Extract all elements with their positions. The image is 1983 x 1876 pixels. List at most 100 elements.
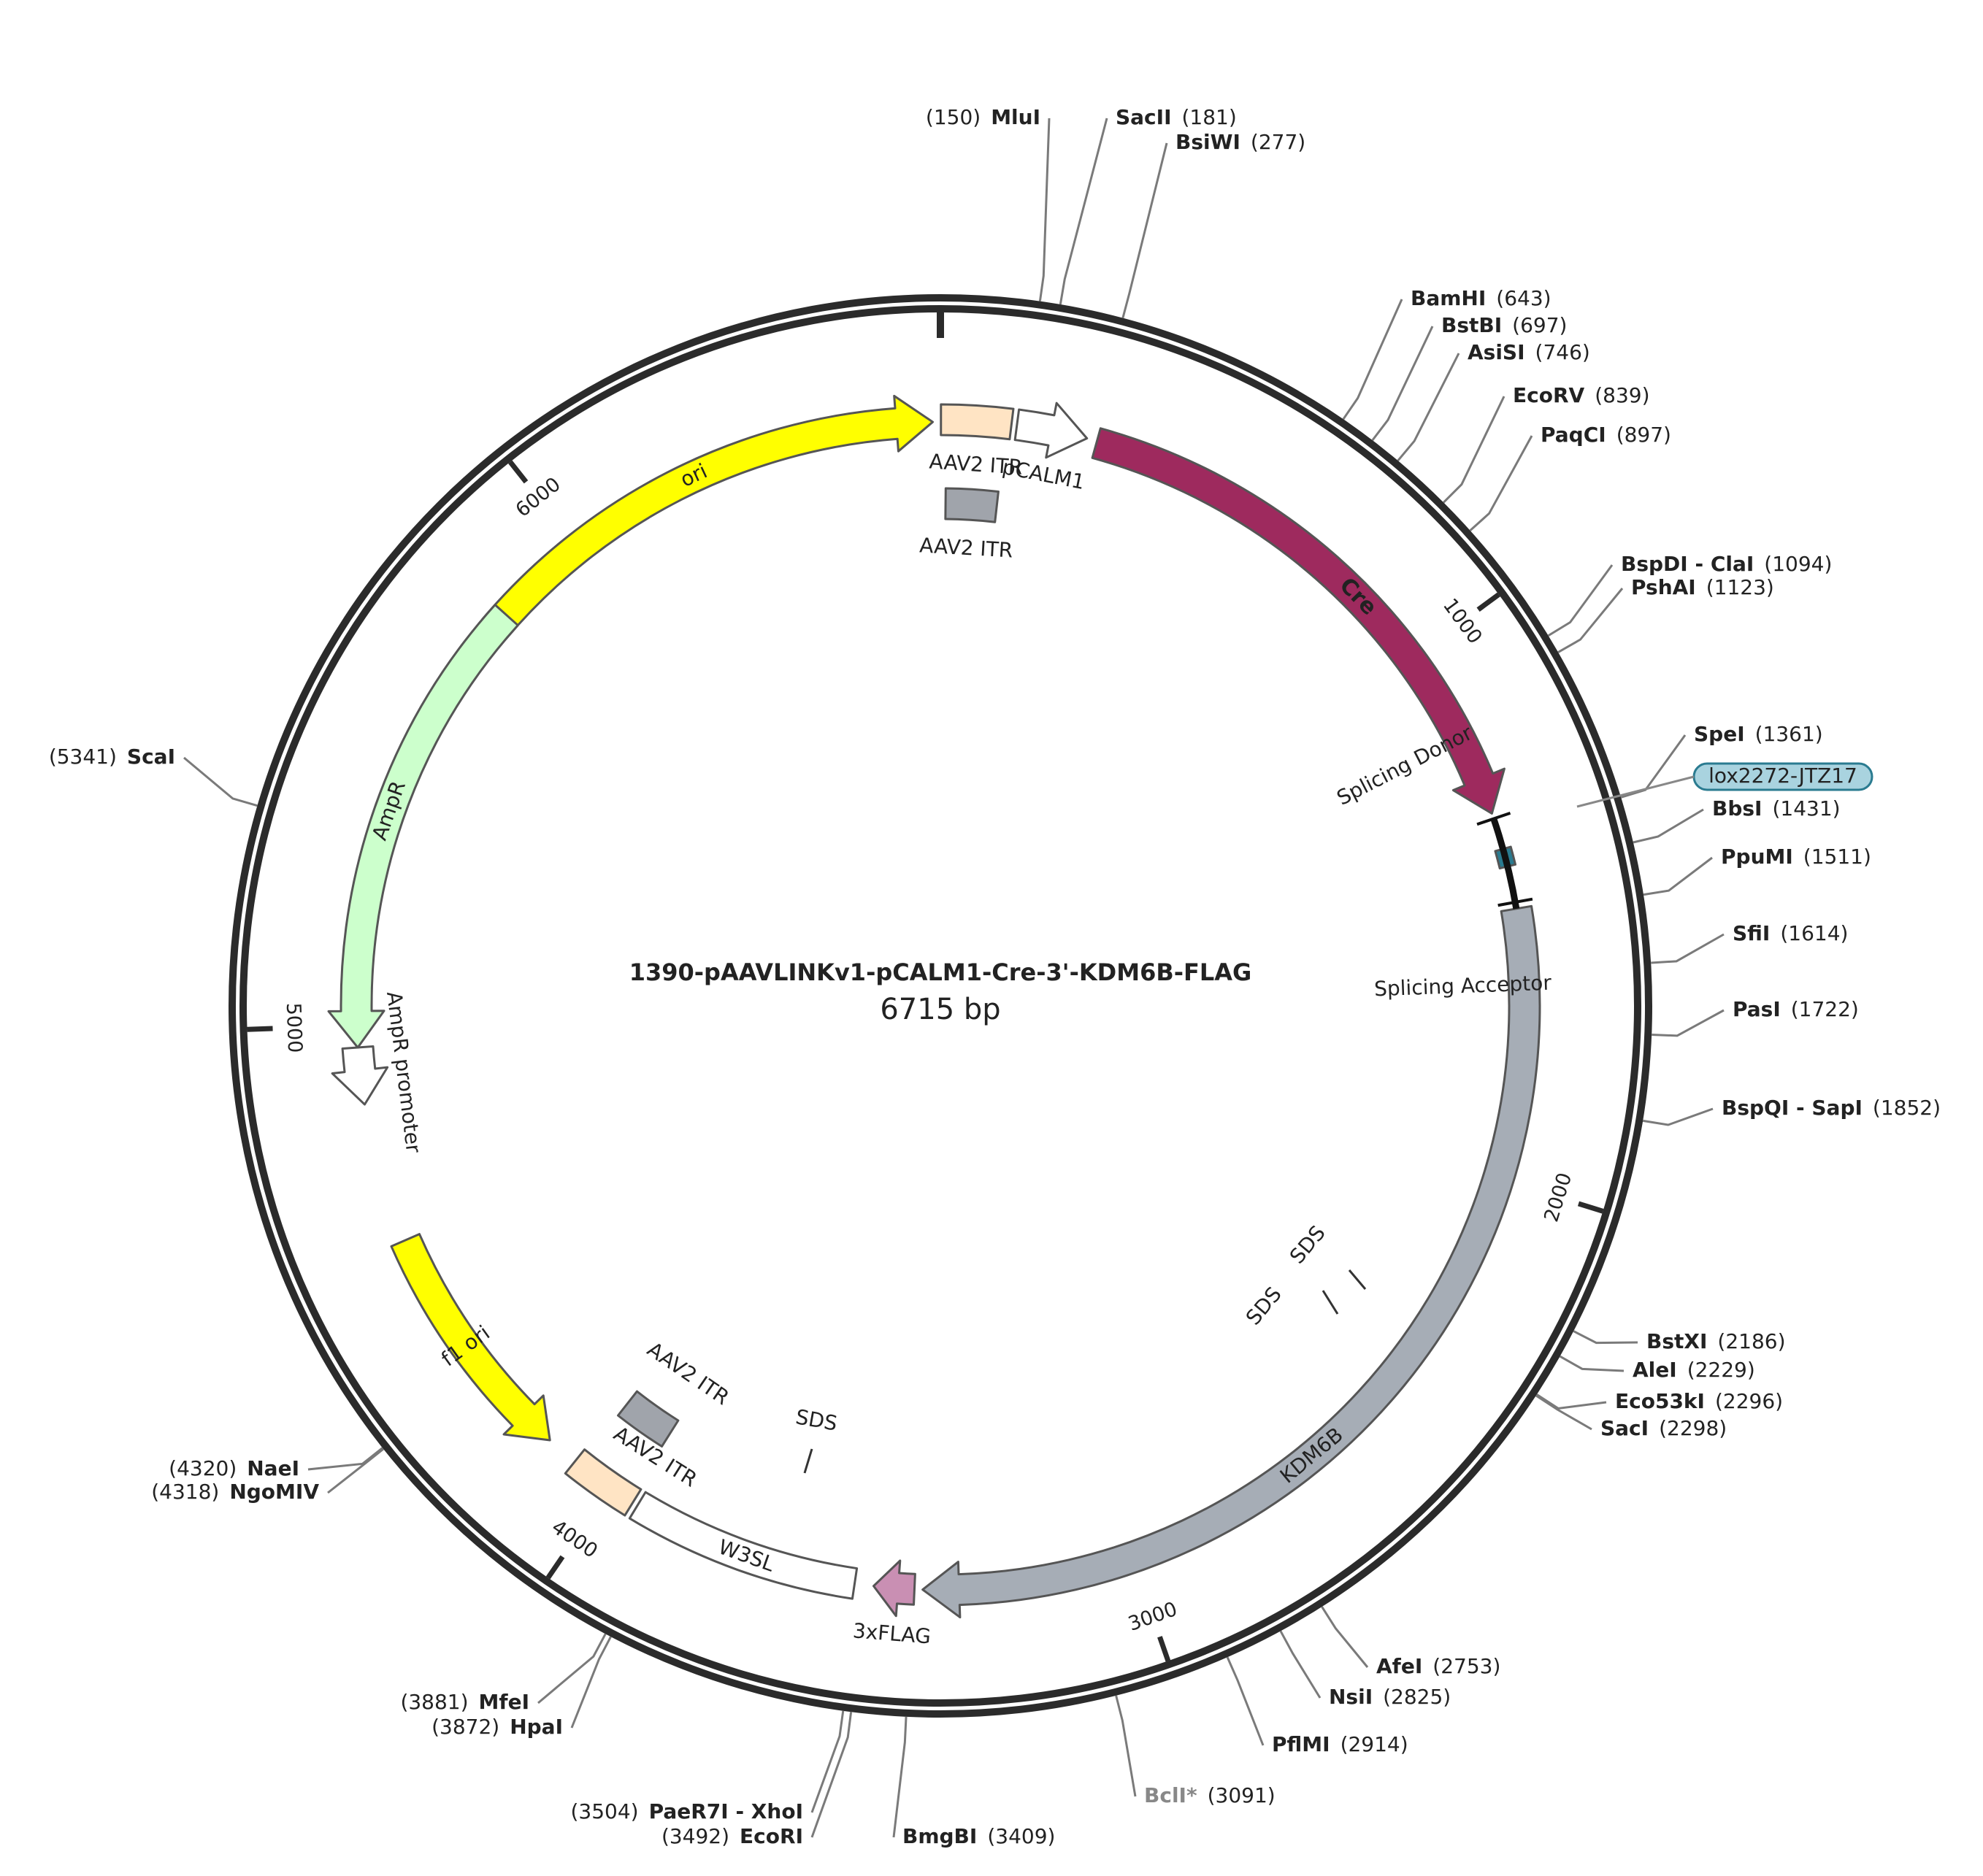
feature-shape-kdm6b[interactable] xyxy=(921,904,1541,1619)
feature-aav2-itr-3[interactable] xyxy=(564,1448,643,1517)
site-label-bsiwi[interactable]: BsiWI(277) xyxy=(1175,130,1305,154)
site-position-bbsi: (1431) xyxy=(1772,796,1840,820)
feature-label-pcalm1: pCALM1 xyxy=(1000,455,1086,494)
feature-aav2-itr-2[interactable] xyxy=(944,487,1000,523)
site-label-ecori[interactable]: (3492)EcoRI xyxy=(661,1824,803,1848)
site-leader-bstxi xyxy=(1573,1330,1638,1345)
feature-w3sl[interactable] xyxy=(628,1491,859,1600)
site-enzyme-bamhi: BamHI xyxy=(1411,286,1486,310)
site-label-ppumi[interactable]: PpuMI(1511) xyxy=(1721,845,1871,869)
site-label-paqci[interactable]: PaqCI(897) xyxy=(1541,423,1671,447)
site-label-sfii[interactable]: SfiI(1614) xyxy=(1733,921,1848,945)
site-label-mfei[interactable]: (3881)MfeI xyxy=(400,1690,529,1714)
site-enzyme-sfii: SfiI xyxy=(1733,921,1770,945)
site-label-nsii[interactable]: NsiI(2825) xyxy=(1329,1685,1451,1709)
site-leader-mfei xyxy=(537,1633,607,1704)
site-leader-pasi xyxy=(1652,1009,1725,1037)
feature-lox2272[interactable]: lox2272-JTZ17 xyxy=(1494,762,1873,870)
sds-3-label: SDS xyxy=(794,1404,839,1435)
site-enzyme-ecorv: EcoRV xyxy=(1513,383,1585,407)
feature-label-aav2-itr-4: AAV2 ITR xyxy=(643,1337,734,1410)
tick-4000 xyxy=(545,1555,565,1580)
feature-3xflag[interactable] xyxy=(872,1559,916,1618)
site-label-pflmi[interactable]: PflMI(2914) xyxy=(1272,1732,1408,1756)
tick-3000 xyxy=(1157,1636,1171,1662)
tick-6000 xyxy=(508,460,529,484)
site-label-spei[interactable]: SpeI(1361) xyxy=(1694,722,1823,746)
site-label-sacii[interactable]: SacII(181) xyxy=(1116,105,1237,129)
site-label-eco53ki[interactable]: Eco53kI(2296) xyxy=(1615,1389,1783,1413)
feature-ori[interactable] xyxy=(481,394,935,640)
map-center: 1390-pAAVLINKv1-pCALM1-Cre-3'-KDM6B-FLAG… xyxy=(629,958,1252,1026)
site-label-bmgbi[interactable]: BmgBI(3409) xyxy=(902,1824,1055,1848)
site-label-hpai[interactable]: (3872)HpaI xyxy=(431,1715,563,1739)
feature-shape-aav2-itr-1[interactable] xyxy=(940,403,1015,441)
site-label-pshai[interactable]: PshAI(1123) xyxy=(1631,575,1774,599)
site-leader-asisi xyxy=(1397,353,1460,462)
site-position-bspdi-clai: (1094) xyxy=(1764,552,1832,576)
site-enzyme-ngomiv: NgoMIV xyxy=(229,1480,319,1504)
feature-shape-w3sl[interactable] xyxy=(628,1491,859,1600)
feature-ampr[interactable] xyxy=(327,603,519,1049)
site-leader-alei xyxy=(1559,1355,1625,1372)
site-enzyme-pshai: PshAI xyxy=(1631,575,1696,599)
feature-shape-f1-ori[interactable] xyxy=(390,1233,551,1442)
site-label-scai[interactable]: (5341)ScaI xyxy=(49,745,175,769)
site-enzyme-sacii: SacII xyxy=(1116,105,1172,129)
site-leader-bstbi xyxy=(1371,326,1434,442)
feature-f1-ori[interactable] xyxy=(390,1233,551,1442)
feature-shape-aav2-itr-4[interactable] xyxy=(616,1390,680,1448)
feature-shape-3xflag[interactable] xyxy=(872,1559,916,1618)
site-label-alei[interactable]: AleI(2229) xyxy=(1633,1358,1755,1382)
feature-shape-ampr-promoter[interactable] xyxy=(331,1045,389,1106)
site-enzyme-bmgbi: BmgBI xyxy=(902,1824,977,1848)
site-label-bstbi[interactable]: BstBI(697) xyxy=(1441,313,1567,337)
site-position-mfei: (3881) xyxy=(400,1690,468,1714)
restriction-site-leaders xyxy=(183,118,1725,1838)
tick-1000 xyxy=(1476,592,1500,612)
site-label-bcli[interactable]: BclI*(3091) xyxy=(1144,1783,1276,1807)
site-label-paer7i-xhoi[interactable]: (3504)PaeR7I - XhoI xyxy=(570,1799,803,1823)
site-label-saci[interactable]: SacI(2298) xyxy=(1600,1416,1727,1440)
site-label-mlui[interactable]: (150)MluI xyxy=(926,105,1040,129)
site-label-ngomiv[interactable]: (4318) NgoMIV xyxy=(151,1480,319,1504)
site-label-bspdi-clai[interactable]: BspDI - ClaI(1094) xyxy=(1621,552,1832,576)
site-position-ngomiv: (4318) xyxy=(151,1480,219,1504)
site-enzyme-bspqi-sapi: BspQI - SapI xyxy=(1722,1096,1863,1120)
site-leader-bbsi xyxy=(1633,808,1704,844)
feature-shape-ampr[interactable] xyxy=(327,603,519,1049)
feature-aav2-itr-4[interactable] xyxy=(616,1390,680,1448)
site-label-bstxi[interactable]: BstXI(2186) xyxy=(1646,1329,1786,1353)
feature-cre[interactable] xyxy=(1091,427,1506,815)
feature-ampr-promoter[interactable] xyxy=(331,1045,389,1106)
site-label-pasi[interactable]: PasI(1722) xyxy=(1733,997,1859,1021)
site-label-bamhi[interactable]: BamHI (643) xyxy=(1411,286,1552,310)
site-label-afei[interactable]: AfeI(2753) xyxy=(1376,1654,1500,1678)
feature-shape-aav2-itr-3[interactable] xyxy=(564,1448,643,1517)
site-label-bbsi[interactable]: BbsI(1431) xyxy=(1712,796,1841,820)
site-label-bspqi-sapi[interactable]: BspQI - SapI(1852) xyxy=(1722,1096,1941,1120)
site-enzyme-ppumi: PpuMI xyxy=(1721,845,1793,869)
feature-label-ampr-promoter: AmpR promoter xyxy=(382,990,426,1154)
site-position-ecorv: (839) xyxy=(1595,383,1649,407)
feature-shape-ori[interactable] xyxy=(481,394,935,640)
site-label-asisi[interactable]: AsiSI(746) xyxy=(1468,340,1590,364)
site-label-ecorv[interactable]: EcoRV (839) xyxy=(1513,383,1650,407)
feature-shape-pcalm1[interactable] xyxy=(1013,401,1089,459)
site-enzyme-mlui: MluI xyxy=(991,105,1040,129)
site-position-bamhi: (643) xyxy=(1496,286,1551,310)
feature-pcalm1[interactable] xyxy=(1013,401,1089,459)
site-leader-bcli xyxy=(1115,1695,1137,1797)
tick-label-6000: 6000 xyxy=(512,473,565,522)
site-leader-scai xyxy=(183,756,258,807)
feature-aav2-itr-1[interactable] xyxy=(940,403,1015,441)
feature-shape-cre[interactable] xyxy=(1091,427,1506,815)
site-leader-sacii xyxy=(1059,118,1108,305)
site-label-naei[interactable]: (4320)NaeI xyxy=(169,1456,299,1480)
feature-shape-aav2-itr-2[interactable] xyxy=(944,487,1000,523)
site-position-spei: (1361) xyxy=(1755,722,1823,746)
site-position-afei: (2753) xyxy=(1432,1654,1500,1678)
feature-label-3xflag: 3xFLAG xyxy=(852,1618,932,1648)
feature-kdm6b[interactable] xyxy=(921,904,1541,1619)
